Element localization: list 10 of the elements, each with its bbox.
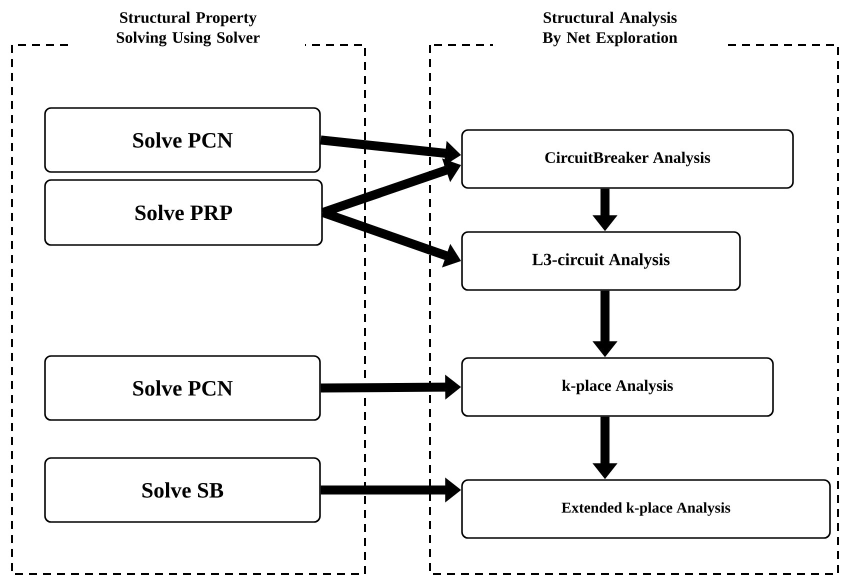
process-box: Solve SB: [44, 457, 321, 523]
process-box: Extended k-place Analysis: [461, 479, 831, 539]
process-box: CircuitBreaker Analysis: [461, 129, 794, 189]
process-box: L3-circuit Analysis: [461, 231, 741, 291]
node-label: Structural Property Solving Using Solver: [116, 12, 260, 46]
process-box: Solve PCN: [44, 107, 321, 173]
process-box: k-place Analysis: [461, 357, 774, 417]
node-label: Structural Analysis By Net Exploration: [542, 12, 678, 46]
process-box: Solve PCN: [44, 355, 321, 421]
process-box: Solve PRP: [44, 179, 323, 246]
